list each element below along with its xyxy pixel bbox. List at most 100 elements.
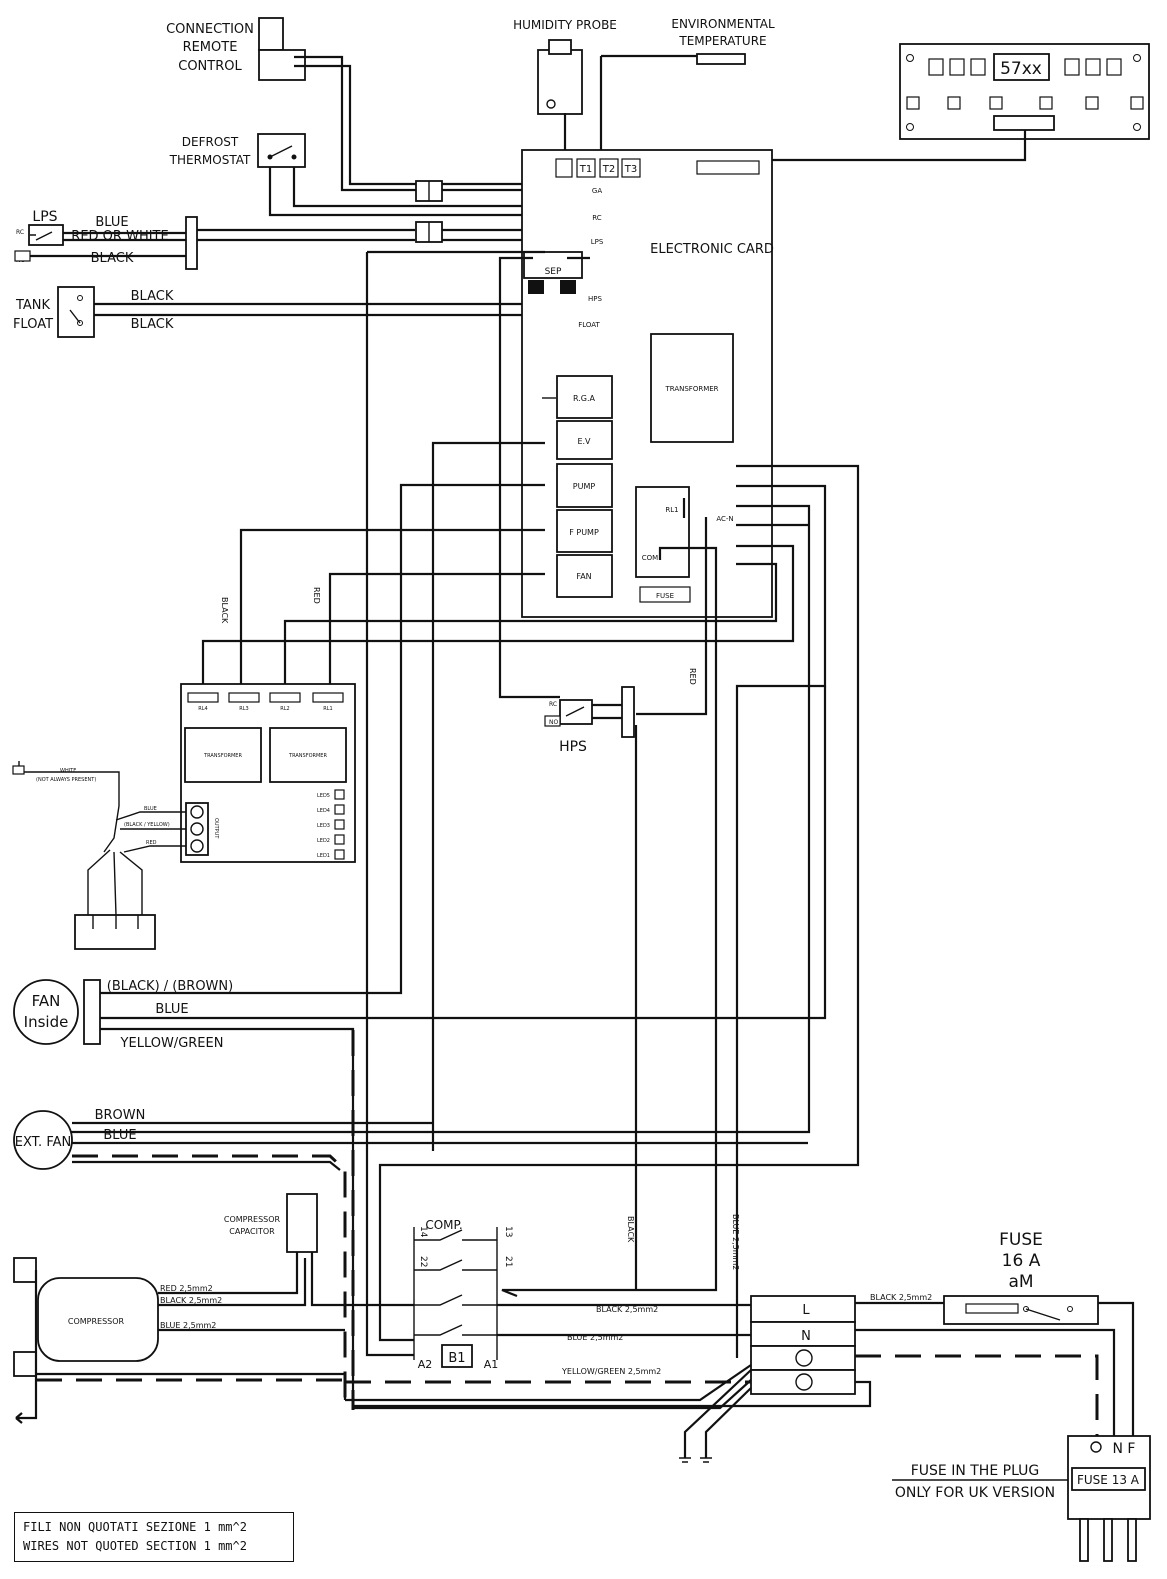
svg-text:E.V: E.V bbox=[577, 437, 591, 446]
svg-text:RL1: RL1 bbox=[665, 506, 678, 514]
svg-text:DEFROST: DEFROST bbox=[182, 135, 239, 149]
environmental-temperature-sensor: ENVIRONMENTAL TEMPERATURE bbox=[671, 17, 775, 65]
ext-fan: EXT. FAN bbox=[13, 1110, 73, 1170]
svg-text:BLACK 2,5mm2: BLACK 2,5mm2 bbox=[870, 1293, 932, 1302]
svg-text:FUSE IN THE PLUG: FUSE IN THE PLUG bbox=[911, 1463, 1040, 1479]
svg-text:FUSE: FUSE bbox=[999, 1230, 1043, 1250]
svg-text:GA: GA bbox=[592, 187, 602, 195]
tank-float: TANK FLOAT bbox=[13, 286, 95, 338]
svg-text:COMPRESSOR: COMPRESSOR bbox=[68, 1317, 125, 1326]
svg-text:T1: T1 bbox=[579, 164, 592, 175]
svg-text:RC: RC bbox=[16, 229, 24, 236]
fan-inside: FAN Inside bbox=[13, 979, 101, 1045]
svg-text:YELLOW/GREEN 2,5mm2: YELLOW/GREEN 2,5mm2 bbox=[561, 1367, 661, 1376]
svg-text:FAN: FAN bbox=[32, 992, 61, 1010]
svg-text:TRANSFORMER: TRANSFORMER bbox=[203, 753, 242, 759]
fuse-16a: FUSE 16 A aM bbox=[943, 1230, 1099, 1325]
svg-text:OUTPUT: OUTPUT bbox=[213, 818, 219, 839]
svg-text:RL4: RL4 bbox=[198, 706, 207, 712]
svg-text:WHITE: WHITE bbox=[60, 768, 76, 774]
svg-text:RED: RED bbox=[146, 840, 157, 846]
note-line-en: WIRES NOT QUOTED SECTION 1 mm^2 bbox=[23, 1539, 247, 1553]
svg-text:NO: NO bbox=[549, 719, 558, 726]
svg-text:22: 22 bbox=[418, 1256, 428, 1267]
svg-text:LPS: LPS bbox=[591, 238, 604, 246]
svg-text:RED: RED bbox=[688, 668, 697, 685]
svg-text:BROWN: BROWN bbox=[95, 1108, 146, 1123]
uk-plug: N F FUSE 13 A bbox=[1067, 1435, 1151, 1562]
svg-text:COM: COM bbox=[642, 554, 658, 562]
svg-text:LED2: LED2 bbox=[317, 838, 330, 844]
svg-text:LED3: LED3 bbox=[317, 823, 330, 829]
svg-text:BLUE: BLUE bbox=[95, 215, 128, 230]
defrost-thermostat: DEFROST THERMOSTAT bbox=[169, 133, 306, 168]
svg-text:T3: T3 bbox=[624, 164, 637, 175]
svg-text:FLOAT: FLOAT bbox=[578, 321, 600, 329]
svg-text:(NOT ALWAYS PRESENT): (NOT ALWAYS PRESENT) bbox=[36, 777, 96, 783]
svg-text:N: N bbox=[801, 1329, 811, 1344]
svg-text:PUMP: PUMP bbox=[573, 482, 596, 491]
svg-text:YELLOW/GREEN: YELLOW/GREEN bbox=[120, 1036, 224, 1051]
svg-text:B1: B1 bbox=[448, 1351, 465, 1366]
svg-text:(BLACK) / (BROWN): (BLACK) / (BROWN) bbox=[107, 979, 233, 994]
display-panel: 57xx bbox=[899, 43, 1150, 140]
svg-text:BLUE 2,5mm2: BLUE 2,5mm2 bbox=[731, 1214, 740, 1270]
svg-text:HUMIDITY PROBE: HUMIDITY PROBE bbox=[513, 18, 617, 32]
humidity-probe: HUMIDITY PROBE bbox=[513, 18, 617, 115]
svg-text:aM: aM bbox=[1008, 1272, 1033, 1292]
svg-text:BLUE: BLUE bbox=[144, 806, 157, 812]
svg-text:EXT. FAN: EXT. FAN bbox=[15, 1135, 71, 1150]
svg-text:FUSE: FUSE bbox=[656, 592, 674, 600]
hps-switch: RC NO HPS bbox=[544, 686, 635, 755]
svg-text:BLACK: BLACK bbox=[131, 289, 174, 304]
svg-text:BLUE 2,5mm2: BLUE 2,5mm2 bbox=[567, 1333, 623, 1342]
svg-text:TRANSFORMER: TRANSFORMER bbox=[288, 753, 327, 759]
electronic-card: ELECTRONIC CARD T1 T2 T3 GA RC LPS HPS F… bbox=[521, 149, 774, 618]
svg-text:BLACK: BLACK bbox=[220, 597, 229, 624]
svg-text:RL3: RL3 bbox=[239, 706, 248, 712]
svg-text:BLACK: BLACK bbox=[626, 1216, 635, 1243]
terminal-block: L N bbox=[750, 1295, 856, 1395]
compressor-capacitor: COMPRESSOR CAPACITOR bbox=[224, 1193, 318, 1253]
svg-text:RC: RC bbox=[549, 701, 557, 708]
svg-text:RED 2,5mm2: RED 2,5mm2 bbox=[160, 1284, 213, 1293]
svg-text:CONTROL: CONTROL bbox=[178, 59, 242, 74]
svg-text:16 A: 16 A bbox=[1002, 1251, 1041, 1271]
svg-text:TRANSFORMER: TRANSFORMER bbox=[664, 385, 718, 393]
svg-text:A1: A1 bbox=[484, 1358, 499, 1371]
svg-text:(BLACK / YELLOW): (BLACK / YELLOW) bbox=[124, 822, 170, 828]
svg-text:COMP.: COMP. bbox=[425, 1218, 462, 1232]
svg-text:LED1: LED1 bbox=[317, 853, 330, 859]
svg-text:RED OR WHITE: RED OR WHITE bbox=[71, 229, 168, 244]
svg-text:LED5: LED5 bbox=[317, 793, 330, 799]
svg-text:BLACK: BLACK bbox=[91, 251, 134, 266]
svg-text:TEMPERATURE: TEMPERATURE bbox=[678, 34, 766, 48]
svg-text:AC-N: AC-N bbox=[716, 515, 733, 523]
svg-text:FLOAT: FLOAT bbox=[13, 317, 53, 332]
svg-text:RL2: RL2 bbox=[280, 706, 289, 712]
compressor: COMPRESSOR bbox=[13, 1257, 159, 1424]
svg-text:L: L bbox=[802, 1303, 810, 1318]
svg-text:BLUE 2,5mm2: BLUE 2,5mm2 bbox=[160, 1321, 216, 1330]
svg-text:THERMOSTAT: THERMOSTAT bbox=[169, 153, 251, 167]
svg-text:COMPRESSOR: COMPRESSOR bbox=[224, 1215, 281, 1224]
svg-text:HPS: HPS bbox=[559, 739, 587, 755]
svg-text:14: 14 bbox=[418, 1226, 428, 1238]
svg-text:RL1: RL1 bbox=[323, 706, 332, 712]
wire-section-note: FILI NON QUOTATI SEZIONE 1 mm^2 WIRES NO… bbox=[14, 1512, 294, 1562]
svg-text:BLUE: BLUE bbox=[103, 1128, 136, 1143]
compressor-contactor: COMP. 14 13 22 21 B1 A2 A1 bbox=[413, 1218, 513, 1371]
svg-text:N F: N F bbox=[1113, 1441, 1136, 1457]
svg-text:BLACK: BLACK bbox=[131, 317, 174, 332]
note-line-it: FILI NON QUOTATI SEZIONE 1 mm^2 bbox=[23, 1520, 247, 1534]
svg-text:LED4: LED4 bbox=[317, 808, 330, 814]
svg-text:RED: RED bbox=[312, 587, 321, 604]
svg-text:CAPACITOR: CAPACITOR bbox=[229, 1227, 275, 1236]
svg-text:21: 21 bbox=[503, 1256, 513, 1267]
svg-text:Inside: Inside bbox=[24, 1013, 69, 1031]
svg-text:FAN: FAN bbox=[576, 572, 591, 581]
svg-text:BLUE: BLUE bbox=[155, 1002, 188, 1017]
svg-text:ELECTRONIC CARD: ELECTRONIC CARD bbox=[650, 242, 774, 257]
svg-text:TANK: TANK bbox=[15, 298, 51, 313]
